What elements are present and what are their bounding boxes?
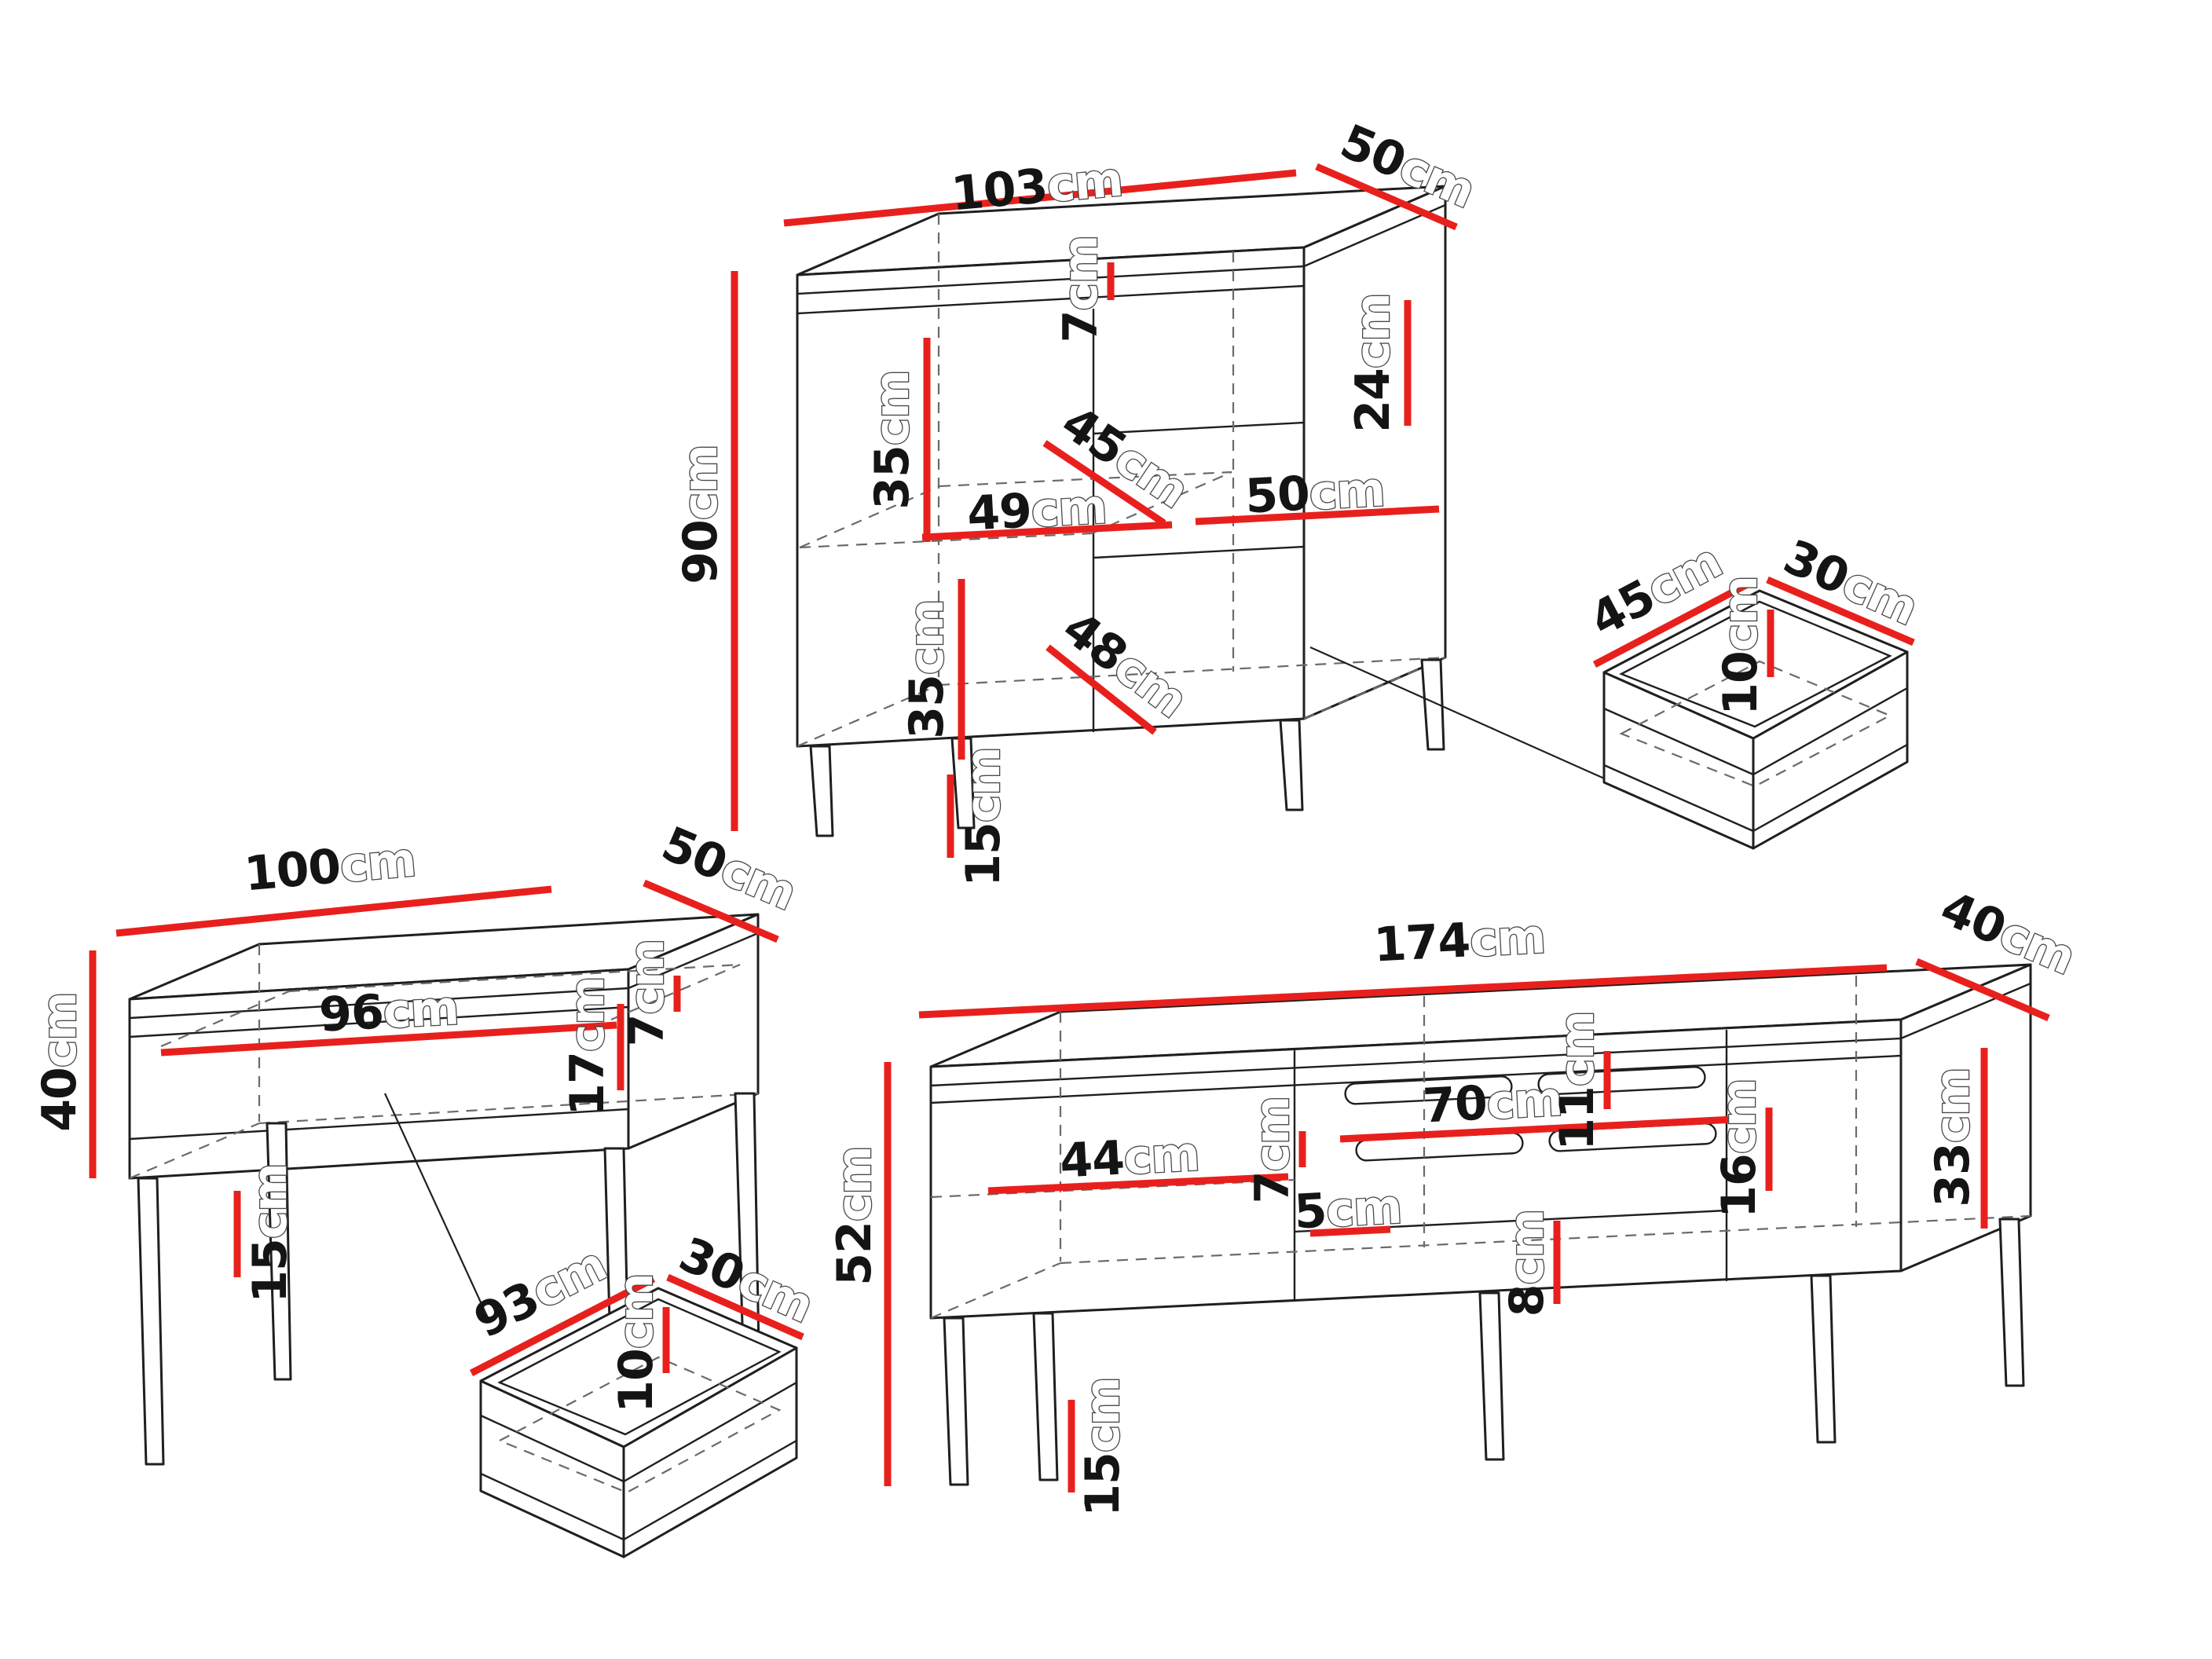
dim-line-width <box>783 169 1297 227</box>
dim-label-height: 52cm <box>827 1146 882 1286</box>
dim-label-top-gap: 7cm <box>1053 236 1108 343</box>
dim-line-bottom-gap <box>1309 1225 1391 1237</box>
hidden-left-bottom-depth-edge <box>797 683 939 748</box>
dim-label-leg-height: 15cm <box>243 1163 298 1303</box>
drawer-inner-rim <box>497 1298 782 1436</box>
leg <box>266 1122 292 1381</box>
hidden-shelf-left-edge <box>799 485 940 549</box>
dim-line-inner-width <box>921 521 1173 541</box>
cable-slot <box>1537 1066 1706 1096</box>
drawer-front-groove <box>1602 764 1755 833</box>
dim-label-width: 174cm <box>1372 909 1547 972</box>
drawer-front-groove <box>622 1381 798 1483</box>
hidden-back-bottom-edge <box>258 1092 759 1125</box>
drawer-front-groove <box>1752 687 1909 776</box>
table-top-thickness-line <box>128 987 630 1020</box>
dim-label-inner-width: 49cm <box>965 479 1108 541</box>
dim-line-depth <box>666 1273 804 1341</box>
dim-label-width: 100cm <box>242 833 418 903</box>
dim-line-left-compartment-width <box>987 1173 1289 1195</box>
drawer-front-groove <box>1602 707 1755 776</box>
table-top-thickness-side-line <box>627 932 760 990</box>
dim-label-drawer-width: 50cm <box>1243 462 1386 524</box>
dim-label-height: 10cm <box>1713 576 1768 716</box>
leg <box>1032 1312 1059 1481</box>
dim-line-width <box>115 885 552 937</box>
leg <box>1810 1274 1837 1444</box>
hidden-left-bottom-depth-edge <box>129 1122 260 1180</box>
sideboard-top-rail-line <box>796 284 1306 315</box>
hidden-left-bottom-depth-edge <box>930 1262 1061 1320</box>
sideboard-drawer-divider-1 <box>1092 421 1306 435</box>
dim-label-leg-height: 15cm <box>956 747 1011 887</box>
dim-line-width <box>918 964 1888 1019</box>
dim-label-width: 103cm <box>949 152 1125 222</box>
dim-line-depth <box>1766 576 1915 646</box>
drawer-inner-rim <box>1619 600 1892 728</box>
dim-label-middle-compartment-height: 16cm <box>1712 1079 1767 1218</box>
sideboard-top-thickness-line <box>796 265 1306 295</box>
table-drawer-top-line <box>128 1005 630 1038</box>
leader-line-to-drawer <box>384 1093 491 1324</box>
hidden-shelf-right-edge <box>1091 471 1232 535</box>
dim-label-drawer-front-height: 17cm <box>560 976 615 1116</box>
tv-top-rail-line <box>929 1054 1903 1104</box>
dim-label-height: 90cm <box>673 445 728 584</box>
dim-label-height: 10cm <box>609 1273 664 1413</box>
sideboard-right-face <box>1302 185 1447 720</box>
dim-label-top-gap: 7cm <box>620 939 675 1047</box>
dim-line-depth <box>1315 163 1458 231</box>
dim-line-width <box>1592 578 1756 668</box>
tv-top-thickness-side-line <box>1899 982 2032 1040</box>
dim-line-drawer-width <box>1195 505 1440 526</box>
hidden-drawer-bottom <box>1619 660 1892 788</box>
dim-label-lower-compartment: 35cm <box>899 599 954 739</box>
leg <box>943 1317 969 1486</box>
hidden-back-bottom-edge <box>938 656 1446 687</box>
dim-line-lower-diagonal <box>1046 644 1157 735</box>
drawer-front-groove <box>479 1472 625 1541</box>
dim-label-middle-compartment-width: 70cm <box>1421 1071 1563 1133</box>
cable-slot <box>1344 1075 1513 1105</box>
dim-label-drawer-height: 24cm <box>1346 293 1401 433</box>
drawer-right-wall <box>1752 650 1909 850</box>
dim-label-top-gap: 7cm <box>1245 1097 1300 1204</box>
dim-label-drawer-width: 96cm <box>317 980 460 1042</box>
dim-line-upper-diagonal <box>1042 440 1166 526</box>
hidden-drawer-right-edge <box>610 963 741 1021</box>
leg <box>1998 1218 2025 1387</box>
dim-label-slot-height: 11cm <box>1550 1011 1605 1151</box>
table-drawer-bottom-line <box>128 1108 630 1141</box>
leg <box>1420 658 1445 751</box>
drawer-front-groove <box>622 1439 798 1541</box>
drawer-front-groove <box>1752 743 1909 833</box>
tv-top-thickness-line <box>929 1037 1903 1087</box>
dim-label-height: 40cm <box>32 992 87 1132</box>
tv-stand-figure: 174cm 40cm 52cm 44cm 7cm 70cm 11cm 16cm … <box>826 881 2084 1517</box>
dim-line-middle-compartment-width <box>1339 1115 1751 1143</box>
leg <box>137 1177 165 1466</box>
hidden-right-bottom-depth-edge <box>1303 656 1446 720</box>
dim-label-upper-compartment: 35cm <box>865 370 920 510</box>
drawer-front-groove <box>479 1414 625 1483</box>
leg <box>809 745 834 837</box>
leg <box>1478 1291 1505 1461</box>
sideboard-drawer-divider-2 <box>1092 545 1306 559</box>
hidden-drawer-left-edge <box>160 990 290 1048</box>
dim-label-base-height: 8cm <box>1500 1210 1555 1317</box>
dim-line-drawer-width <box>160 1021 617 1057</box>
hidden-drawer-bottom <box>497 1356 782 1494</box>
drawer-right-wall <box>622 1346 798 1558</box>
sideboard-figure: 103cm 50cm 90cm 35cm 7cm 24cm 45cm 49cm … <box>672 114 1691 887</box>
dim-label-leg-height: 15cm <box>1075 1377 1130 1517</box>
dim-label-left-compartment-width: 44cm <box>1058 1126 1200 1188</box>
dim-line-depth <box>643 879 779 943</box>
dim-label-door-height: 33cm <box>1925 1068 1980 1207</box>
dim-line-width <box>469 1276 656 1376</box>
tv-front-face <box>929 1018 1903 1320</box>
dim-label-bottom-gap: 5cm <box>1293 1179 1403 1240</box>
dim-line-depth <box>1915 958 2050 1022</box>
leg <box>1279 719 1304 811</box>
